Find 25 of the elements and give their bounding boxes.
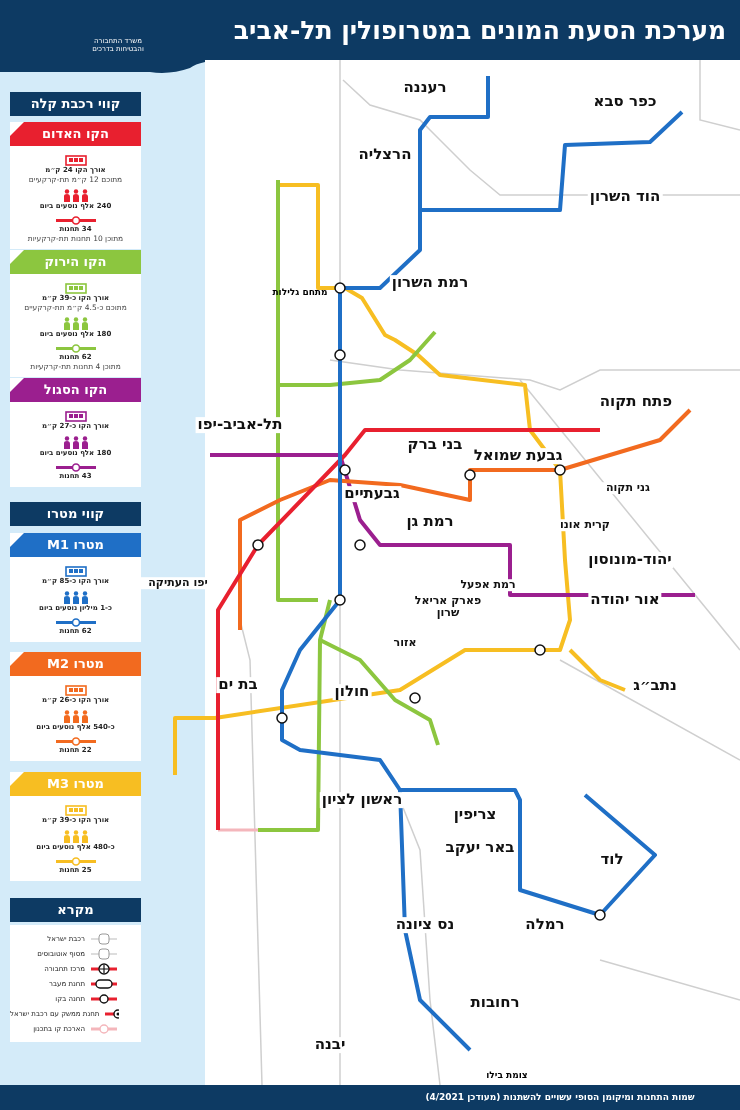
map-title: מערכת הסעת המונים במטרופולין תל-אביב xyxy=(233,15,727,45)
line-info-card xyxy=(10,772,141,881)
station-label: צומת בילו xyxy=(486,1070,528,1080)
footnote: שמות התחנות ומיקומן הסופי עשויים להשתנות (מעודכן 4/2021) xyxy=(425,1092,695,1102)
city-label: יהוד-מונוסון xyxy=(586,552,674,568)
line-name: מטרו M1 xyxy=(10,533,141,557)
city-label: חולון xyxy=(332,684,372,700)
section-header: קווי רכבת קלה xyxy=(10,92,141,116)
section-header: קווי מטרו xyxy=(10,502,141,526)
city-label: ראשון לציון xyxy=(319,792,405,808)
line-name: מטרו M2 xyxy=(10,652,141,676)
line-info-card xyxy=(10,122,141,249)
section-header: מקרא xyxy=(10,898,141,922)
city-label: תל-אביב-יפו xyxy=(195,417,285,433)
line-info-card xyxy=(10,652,141,761)
line-name: הקו הסגול xyxy=(10,378,141,402)
line-info-card xyxy=(10,250,141,377)
city-label: גבעתיים xyxy=(342,486,402,502)
line-name: הקו הירוק xyxy=(10,250,141,274)
line-name: מטרו M3 xyxy=(10,772,141,796)
line-name: הקו האדום xyxy=(10,122,141,146)
city-label: גבעת שמואל xyxy=(471,448,565,464)
city-label: בת ים xyxy=(216,677,260,693)
line-info-card xyxy=(10,533,141,642)
line-info-card xyxy=(10,378,141,487)
